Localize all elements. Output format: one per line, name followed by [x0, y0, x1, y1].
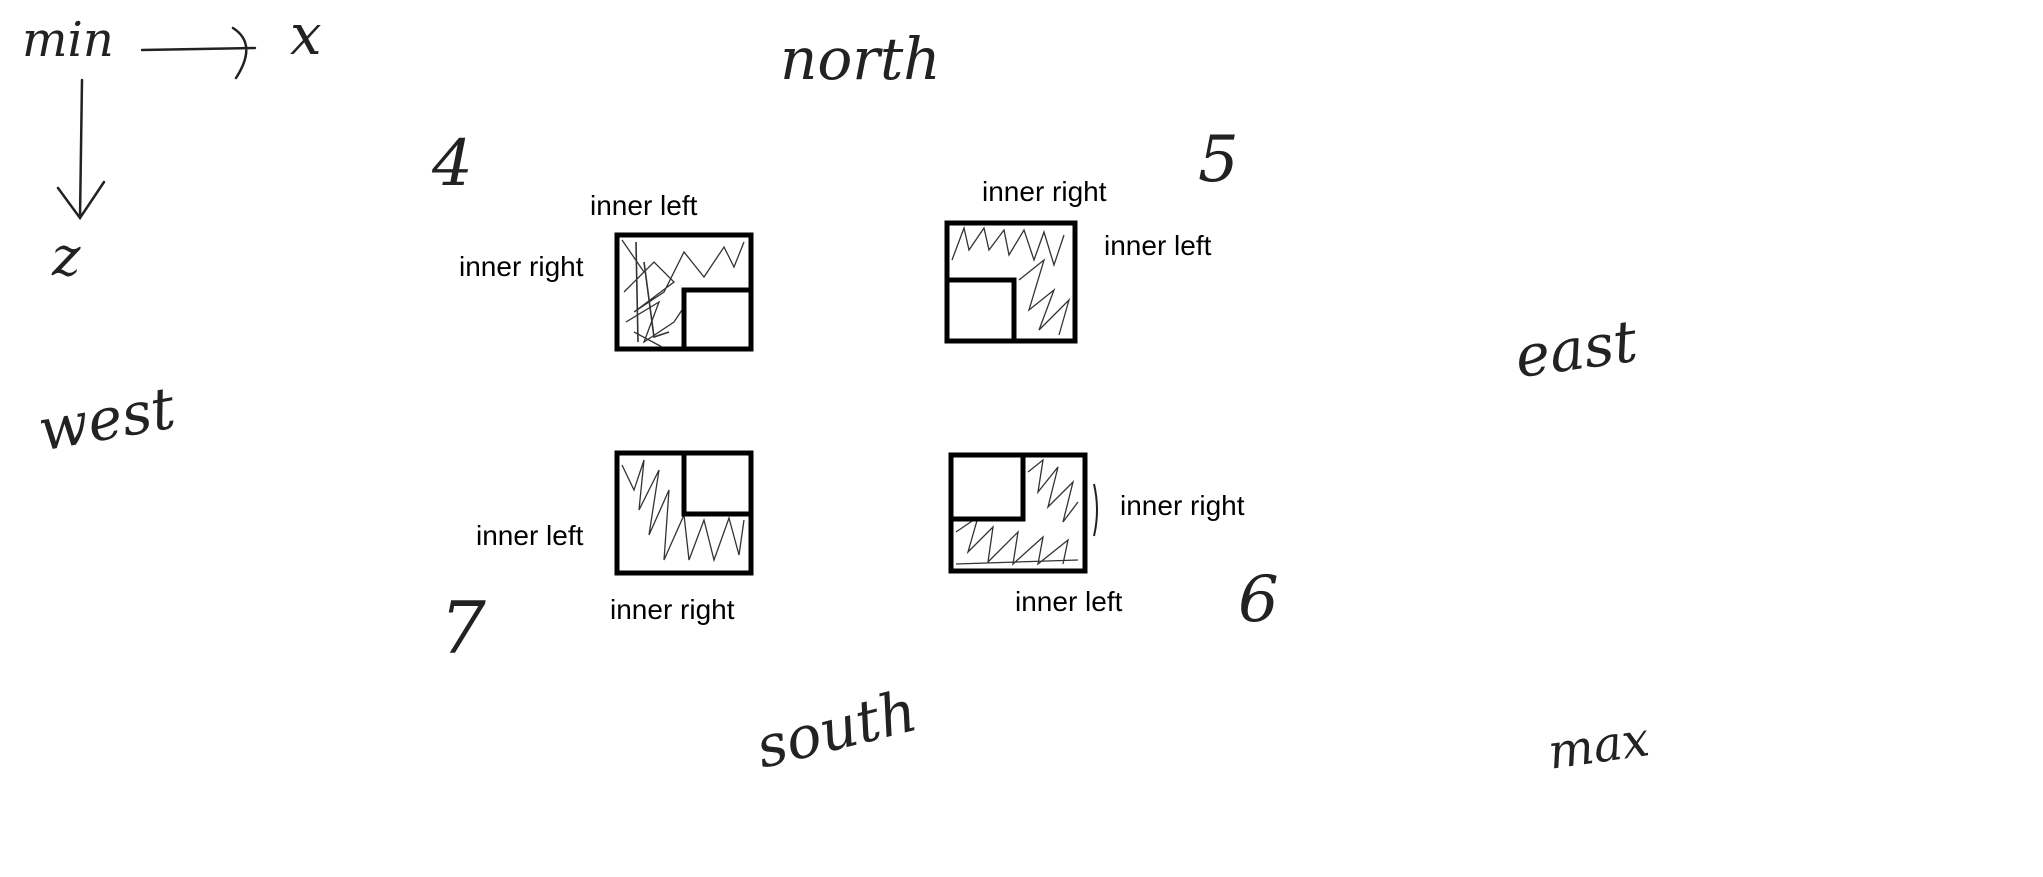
quadrant-number-5: 5 — [1198, 123, 1239, 197]
legend-origin-label: min — [22, 12, 114, 68]
legend-z-label: z — [52, 225, 81, 288]
tile-6-bracket — [1093, 483, 1098, 537]
tile-5-label-top: inner right — [982, 176, 1107, 207]
tile-7-label-bottom: inner right — [610, 594, 735, 625]
tile-quadrant-5 — [944, 220, 1078, 344]
tile-quadrant-7 — [614, 450, 754, 576]
tile-4-label-left: inner right — [459, 251, 584, 282]
tile-6-label-bottom: inner left — [1015, 586, 1123, 617]
legend-x-label: x — [290, 3, 322, 68]
tile-4-label-top: inner left — [590, 190, 698, 221]
tile-6-label-right: inner right — [1120, 490, 1245, 521]
direction-north: north — [780, 25, 941, 93]
tile-7-label-left: inner left — [476, 520, 584, 551]
arrow-right-icon — [140, 26, 257, 80]
quadrant-number-7: 7 — [440, 586, 486, 670]
arrow-down-icon — [56, 78, 106, 221]
tile-quadrant-4 — [614, 232, 754, 352]
quadrant-number-4: 4 — [432, 127, 473, 201]
direction-east: east — [1510, 306, 1642, 392]
tile-quadrant-6 — [948, 452, 1088, 574]
quadrant-number-6: 6 — [1238, 563, 1279, 637]
tile-5-label-right: inner left — [1104, 230, 1212, 261]
corner-max-label: max — [1544, 711, 1653, 781]
